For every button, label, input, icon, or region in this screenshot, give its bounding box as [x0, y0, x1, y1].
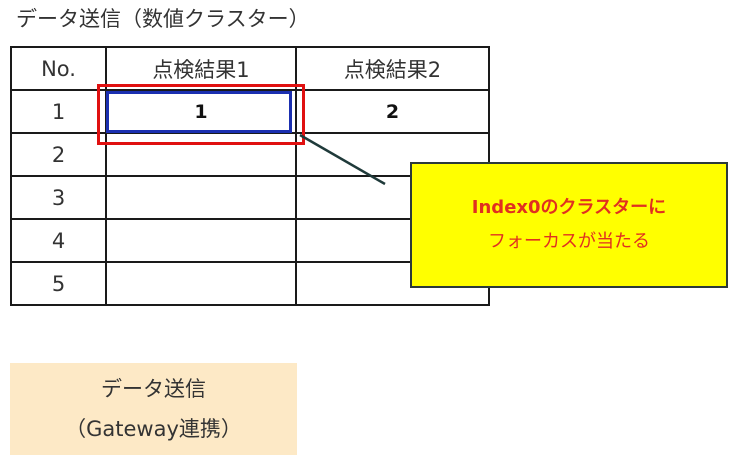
row-number: 4 [10, 218, 107, 263]
callout-line-2: フォーカスが当たる [488, 231, 650, 252]
table-header-row: No. 点検結果1 点検結果2 [10, 46, 490, 91]
row-number: 1 [10, 89, 107, 134]
result-1-cell[interactable] [105, 175, 297, 220]
send-data-button[interactable]: データ送信 （Gateway連携） [10, 363, 297, 455]
send-button-sublabel: （Gateway連携） [65, 417, 242, 441]
send-button-label: データ送信 [101, 377, 206, 401]
table-row: 1 1 2 [10, 89, 490, 134]
header-result-2: 点検結果2 [295, 46, 490, 91]
result-1-cell[interactable]: 1 [105, 89, 297, 134]
row-number: 5 [10, 261, 107, 306]
header-result-1: 点検結果1 [105, 46, 297, 91]
result-1-cell[interactable] [105, 218, 297, 263]
row-number: 2 [10, 132, 107, 177]
result-1-cell[interactable] [105, 132, 297, 177]
callout-line-1: Index0のクラスターに [471, 197, 667, 218]
page-title: データ送信（数値クラスター） [16, 7, 310, 31]
header-no: No. [10, 46, 107, 91]
result-1-cell[interactable] [105, 261, 297, 306]
focus-callout: Index0のクラスターに フォーカスが当たる [410, 162, 728, 288]
row-number: 3 [10, 175, 107, 220]
result-2-cell[interactable]: 2 [295, 89, 490, 134]
